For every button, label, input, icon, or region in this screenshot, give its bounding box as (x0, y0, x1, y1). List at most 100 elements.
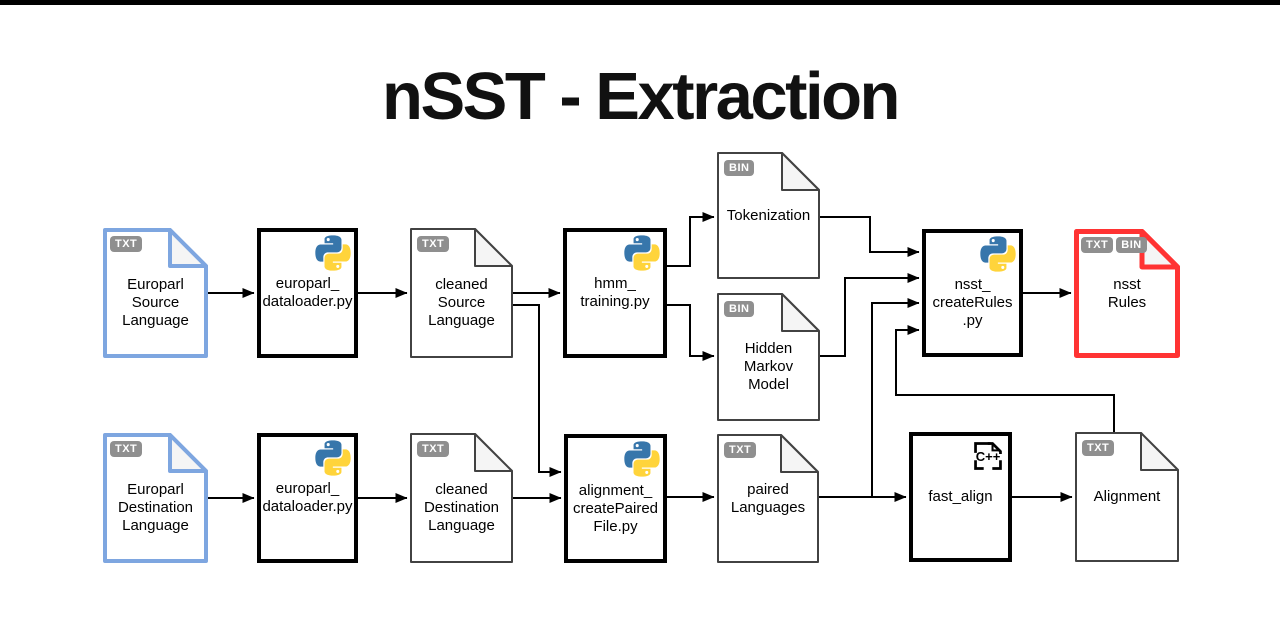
label-line: Source (437, 294, 486, 311)
edge-hmm-training-to-tokenization (667, 212, 715, 267)
label-line: Europarl (127, 276, 184, 293)
label-line: fast_align (928, 488, 993, 505)
label-line: cleaned (435, 276, 488, 293)
node-label: fast_align (913, 436, 1008, 558)
label-line: paired (747, 480, 789, 498)
label-line: .py (962, 312, 983, 329)
label-line: Tokenization (726, 206, 811, 224)
python-icon (315, 235, 351, 271)
label-line: Destination (117, 499, 194, 516)
node-label: Alignment (1075, 432, 1179, 562)
label-line: europarl_ (275, 275, 340, 292)
label-line: Language (122, 312, 189, 329)
file-type-badges: TXT (417, 441, 450, 457)
file-type-badges: TXT (110, 441, 143, 457)
node-label: Tokenization (717, 152, 820, 279)
edge-paired-languages-to-nsst-createrules (871, 298, 920, 497)
edge-hidden-markov-model-to-nsst-createrules (820, 273, 920, 357)
label-line: Source (131, 294, 180, 311)
node-nsst-createrules: nsst_createRules.py (922, 229, 1023, 357)
txt-badge: TXT (724, 442, 757, 458)
bin-badge: BIN (1116, 237, 1147, 253)
label-line: Markov (743, 358, 794, 375)
python-icon (624, 235, 660, 271)
label-line: Destination (423, 499, 500, 516)
edge-hmm-training-to-hidden-markov-model (667, 304, 715, 361)
file-type-badges: TXT (1082, 440, 1115, 456)
top-border-bar (0, 0, 1280, 5)
label-line: File.py (593, 517, 638, 535)
python-icon (624, 441, 660, 477)
python-icon (315, 440, 351, 476)
node-fast-align: C++ fast_align (909, 432, 1012, 562)
label-line: nsst_ (954, 276, 991, 293)
label-line: Languages (730, 498, 806, 516)
label-line: createRules (932, 294, 1013, 311)
label-line: dataloader.py (262, 293, 353, 310)
label-line: Language (428, 312, 495, 329)
edge-tokenization-to-nsst-createrules (820, 216, 920, 257)
node-europarl-dataloader-bottom: europarl_dataloader.py (257, 433, 358, 563)
file-type-badges: TXT (724, 442, 757, 458)
node-label: nsst_createRules.py (926, 233, 1019, 353)
file-type-badges: BIN (724, 160, 755, 176)
label-line: Language (428, 517, 495, 534)
label-line: training.py (580, 293, 650, 310)
label-line: nsst (1113, 275, 1141, 293)
label-line: Alignment (1093, 488, 1161, 505)
node-label: europarl_dataloader.py (261, 232, 354, 354)
label-line: Model (748, 376, 789, 393)
txt-badge: TXT (110, 441, 143, 457)
txt-badge: TXT (1081, 237, 1114, 253)
label-line: createPaired (572, 499, 659, 517)
label-line: europarl_ (275, 480, 340, 497)
svg-text:C++: C++ (976, 449, 1001, 464)
txt-badge: TXT (1082, 440, 1115, 456)
txt-badge: TXT (417, 441, 450, 457)
node-alignment: TXT Alignment (1075, 432, 1179, 562)
node-europarl-dataloader-top: europarl_dataloader.py (257, 228, 358, 358)
node-label: europarl_dataloader.py (261, 437, 354, 559)
label-line: Language (122, 517, 189, 534)
txt-badge: TXT (110, 236, 143, 252)
label-line: cleaned (435, 481, 488, 498)
file-type-badges: TXT (417, 236, 450, 252)
cpp-icon: C++ (974, 442, 1002, 470)
bin-badge: BIN (724, 160, 755, 176)
edge-alignment-to-nsst-createrules (895, 325, 1115, 432)
label-line: Hidden (744, 340, 793, 357)
node-tokenization: BIN Tokenization (717, 152, 820, 279)
file-type-badges: BIN (724, 301, 755, 317)
txt-badge: TXT (417, 236, 450, 252)
diagram-title: nSST - Extraction (382, 59, 900, 134)
label-line: Europarl (127, 481, 184, 498)
python-icon (980, 236, 1016, 272)
label-line: Rules (1107, 293, 1147, 311)
file-type-badges: TXT (110, 236, 143, 252)
edge-cleaned-source-language-to-alignment-createpairedfile (513, 304, 562, 477)
node-hmm-training: hmm_training.py (563, 228, 667, 358)
label-line: dataloader.py (262, 498, 353, 515)
label-line: hmm_ (594, 275, 636, 292)
node-label: hmm_training.py (567, 232, 663, 354)
label-line: alignment_ (578, 481, 653, 499)
